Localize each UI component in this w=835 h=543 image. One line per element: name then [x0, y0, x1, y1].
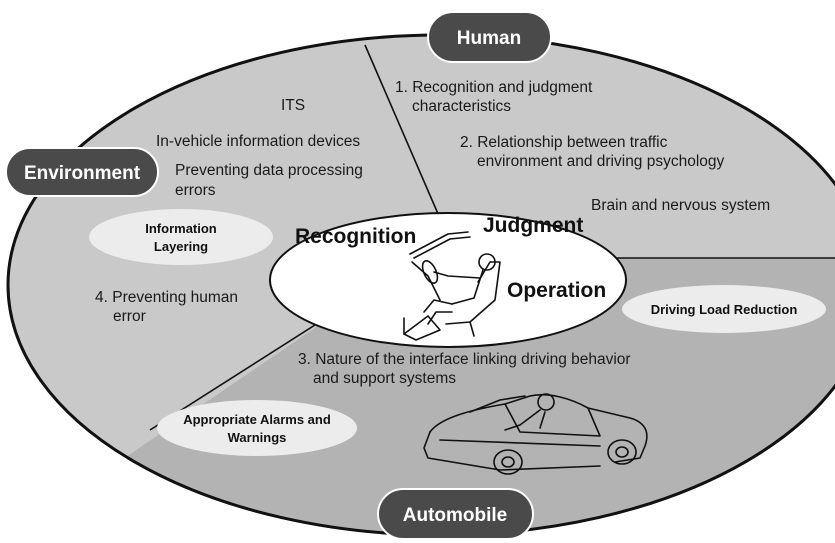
bubble-info-layering-line1: Information	[145, 221, 217, 236]
text-item3-line2: and support systems	[313, 370, 456, 387]
pill-automobile: Automobile	[377, 488, 534, 540]
lower-region	[8, 258, 835, 535]
car-icon	[423, 393, 648, 475]
text-preventing-data-line2: errors	[175, 182, 216, 199]
pill-environment: Environment	[5, 147, 159, 197]
text-item1-line1: 1. Recognition and judgment	[395, 79, 593, 96]
driver-seat-icon	[403, 231, 501, 341]
text-in-vehicle-devices: In-vehicle information devices	[156, 133, 360, 150]
text-item4-line1: 4. Preventing human	[95, 289, 238, 306]
bubble-information-layering: Information Layering	[89, 209, 273, 265]
text-item2-line2: environment and driving psychology	[477, 153, 725, 170]
bubble-driving-load-reduction: Driving Load Reduction	[622, 285, 826, 333]
core-ellipse	[269, 212, 627, 348]
bubble-info-layering-line2: Layering	[154, 239, 208, 254]
core-label-operation: Operation	[507, 279, 606, 302]
bubble-alarms-line1: Appropriate Alarms and	[183, 412, 331, 427]
pill-human-label: Human	[457, 28, 521, 49]
bubble-driving-load-text: Driving Load Reduction	[651, 302, 798, 317]
pill-automobile-label: Automobile	[403, 505, 508, 526]
text-brain-nervous-system: Brain and nervous system	[591, 197, 770, 214]
pill-human: Human	[427, 11, 552, 63]
core-label-judgment: Judgment	[483, 214, 583, 237]
divider-human-environment	[364, 44, 446, 231]
text-item4-line2: error	[113, 308, 146, 325]
bubble-alarms-warnings: Appropriate Alarms and Warnings	[157, 400, 357, 456]
text-its: ITS	[281, 97, 305, 114]
text-item3-line1: 3. Nature of the interface linking drivi…	[298, 351, 631, 368]
text-item1-line2: characteristics	[412, 98, 511, 115]
text-preventing-data-line1: Preventing data processing	[175, 162, 363, 179]
core-label-recognition: Recognition	[295, 225, 416, 248]
pill-environment-label: Environment	[24, 163, 141, 184]
bubble-alarms-line2: Warnings	[228, 430, 287, 445]
text-item2-line1: 2. Relationship between traffic	[460, 134, 668, 151]
